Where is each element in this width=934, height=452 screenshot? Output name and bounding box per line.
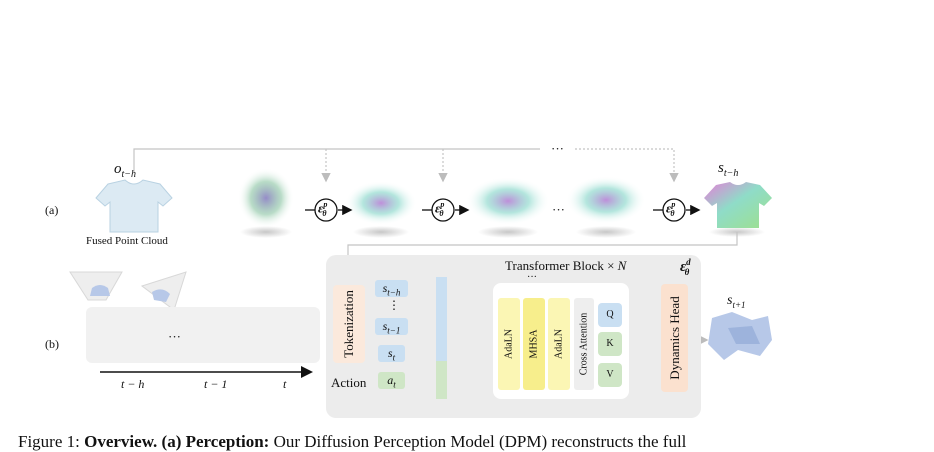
key-block: K — [598, 332, 622, 356]
action-embedding-bar — [436, 361, 447, 399]
camera-views — [69, 271, 187, 311]
conditioning-lines — [133, 148, 679, 183]
token-s-t-minus-1: st−1 — [375, 318, 408, 335]
mid-ellipsis: ··· — [552, 202, 565, 217]
fused-point-cloud-label: Fused Point Cloud — [86, 235, 168, 247]
token-s-t-minus-h: st−h — [375, 280, 408, 297]
token-s-t: st — [378, 345, 405, 362]
transformer-block-title: Transformer Block × N — [505, 258, 627, 273]
observation-label: ot−h — [114, 161, 137, 180]
dynamics-model-symbol: εdθ — [680, 257, 691, 277]
timeline-t-minus-h: t − h — [121, 377, 145, 391]
perception-model-symbol-1: εpθ — [318, 200, 328, 218]
panel-b-label: (b) — [45, 337, 59, 351]
predicted-shirt — [708, 312, 772, 360]
panel-a-label: (a) — [45, 203, 59, 217]
cross-attention-block: Cross Attention — [574, 298, 594, 390]
timeline-t: t — [283, 377, 287, 391]
reconstructed-shirt — [704, 182, 772, 237]
adaln-block-1: AdaLN — [498, 298, 520, 390]
denoise-arrows — [305, 198, 701, 222]
state-embedding-bar — [436, 277, 447, 361]
point-cloud-3 — [466, 177, 550, 238]
adaln-block-2: AdaLN — [548, 298, 570, 390]
state-label: st−h — [718, 160, 739, 179]
point-cloud-2 — [345, 181, 417, 238]
figure-caption: Figure 1: Overview. (a) Perception: Our … — [18, 432, 687, 451]
fused-point-cloud-shirt — [95, 179, 173, 233]
point-cloud-4 — [566, 176, 646, 238]
next-state-label: st+1 — [727, 293, 746, 310]
action-label: Action — [331, 375, 367, 390]
transformer-stack-ellipsis: ··· — [527, 272, 537, 283]
top-ellipsis: ··· — [551, 141, 564, 156]
query-block: Q — [598, 303, 622, 327]
timeline-t-minus-1: t − 1 — [204, 377, 228, 391]
perception-model-symbol-3: εpθ — [666, 200, 676, 218]
value-block: V — [598, 363, 622, 387]
robot-sequence-panel — [86, 307, 320, 363]
mhsa-block: MHSA — [523, 298, 545, 390]
robot-ellipsis: ··· — [168, 329, 181, 344]
point-cloud-1 — [238, 168, 294, 238]
dynamics-head-block: Dynamics Head — [661, 284, 688, 392]
tokenization-block: Tokenization — [333, 285, 365, 363]
token-ellipsis: ⋮ — [388, 298, 400, 312]
token-a-t: at — [378, 372, 405, 389]
perception-model-symbol-2: εpθ — [435, 200, 445, 218]
